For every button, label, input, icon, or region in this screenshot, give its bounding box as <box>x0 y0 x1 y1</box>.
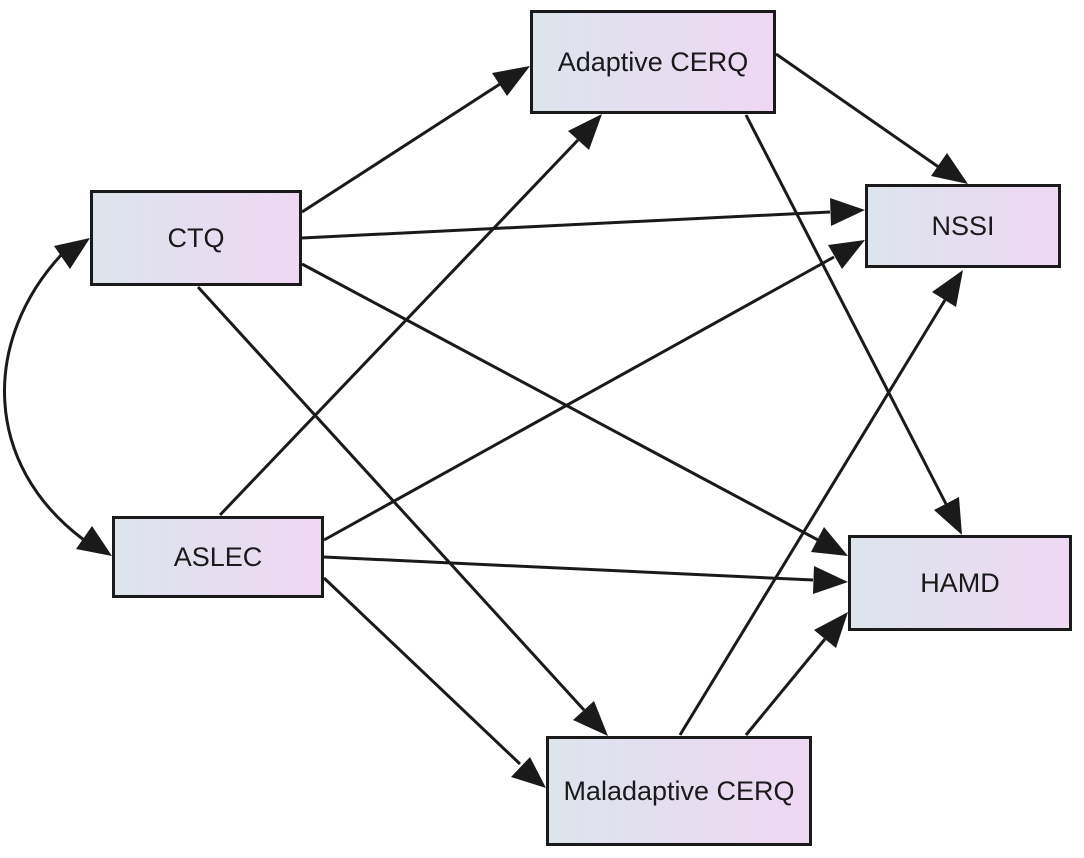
node-label: HAMD <box>920 567 1000 598</box>
covariance-ctq-aslec <box>3 238 112 556</box>
arrow-maladaptive-cerq-to-nssi <box>678 270 963 736</box>
node-label: NSSI <box>931 210 995 241</box>
arrow-ctq-to-maladaptive-cerq <box>196 285 608 736</box>
arrow-aslec-to-nssi <box>323 240 865 542</box>
node-label: CTQ <box>167 222 225 253</box>
arrow-ctq-to-hamd <box>301 262 848 556</box>
node-label: Adaptive CERQ <box>557 46 749 77</box>
arrow-adaptive-cerq-to-hamd <box>744 114 962 535</box>
arrow-adaptive-cerq-to-nssi <box>775 52 968 184</box>
node-aslec: ASLEC <box>112 516 324 598</box>
arrow-aslec-to-hamd <box>323 555 848 594</box>
node-nssi: NSSI <box>865 184 1061 268</box>
arrow-aslec-to-adaptive-cerq <box>218 114 602 517</box>
node-hamd: HAMD <box>848 535 1072 631</box>
arrow-aslec-to-maladaptive-cerq <box>322 576 546 788</box>
node-label: ASLEC <box>173 541 263 572</box>
node-ctq: CTQ <box>90 190 302 286</box>
node-label: Maladaptive CERQ <box>563 775 795 806</box>
arrow-ctq-to-nssi <box>301 198 865 240</box>
arrow-maladaptive-cerq-to-hamd <box>744 612 848 736</box>
node-maladaptive-cerq: Maladaptive CERQ <box>546 736 812 846</box>
node-adaptive-cerq: Adaptive CERQ <box>530 10 776 114</box>
arrow-ctq-to-adaptive-cerq <box>301 66 530 214</box>
